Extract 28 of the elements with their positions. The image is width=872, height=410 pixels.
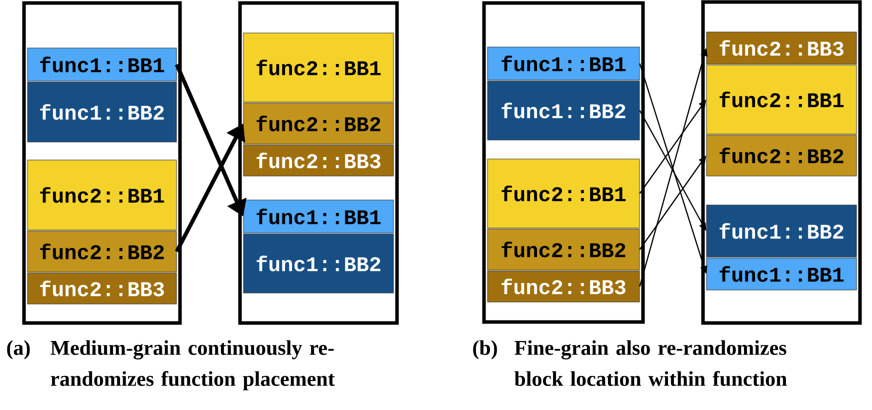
block-box: func2::BB3 [27, 272, 177, 304]
block-box: func1::BB1 [706, 258, 857, 290]
caption: Medium-grain continuously re-randomizes function placement [50, 340, 335, 390]
block-box: func1::BB1 [27, 48, 177, 82]
block-box: func2::BB1 [243, 32, 394, 102]
block-box: func2::BB2 [706, 134, 857, 176]
column-box [482, 1, 645, 324]
block-box: func2::BB2 [243, 102, 394, 144]
block-box: func1::BB2 [243, 234, 394, 294]
block-box: func1::BB1 [243, 200, 394, 234]
column-box [22, 1, 182, 325]
block-box: func2::BB3 [706, 32, 857, 64]
caption-letter: (a) [7, 340, 30, 360]
block-box: func1::BB2 [706, 204, 857, 258]
caption: Fine-grain also re-randomizes block location within function [514, 340, 787, 386]
column-box [238, 1, 399, 325]
block-box: func2::BB2 [487, 228, 640, 270]
column-box [701, 0, 862, 325]
block-box: func2::BB3 [243, 144, 394, 176]
block-box: func1::BB1 [487, 46, 640, 80]
block-box: func2::BB2 [27, 230, 177, 272]
block-box: func1::BB2 [487, 80, 640, 140]
block-box: func2::BB1 [487, 158, 640, 228]
block-box: func1::BB2 [27, 82, 177, 142]
block-box: func2::BB1 [27, 160, 177, 230]
block-box: func2::BB1 [706, 64, 857, 134]
caption-letter: (b) [473, 340, 497, 360]
block-box: func2::BB3 [487, 270, 640, 302]
